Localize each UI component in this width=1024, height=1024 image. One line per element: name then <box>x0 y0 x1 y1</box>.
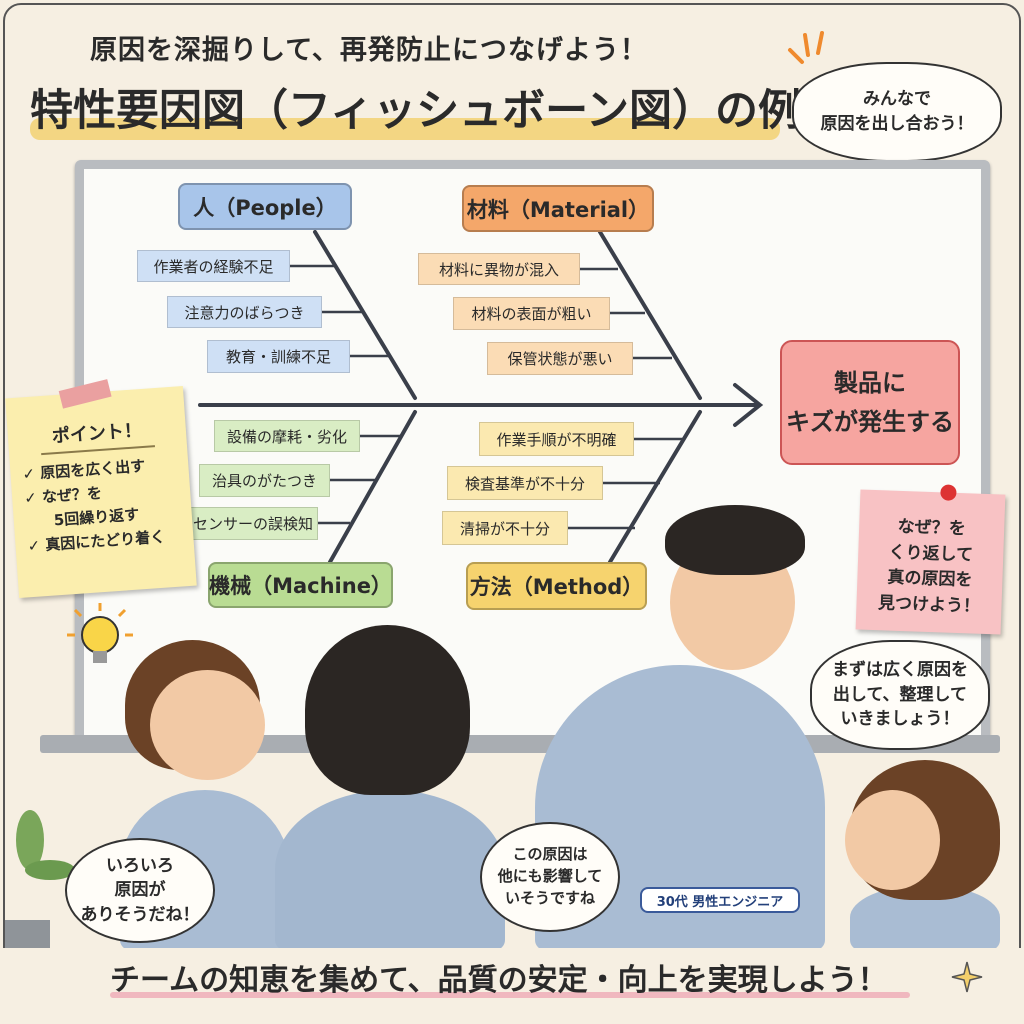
woman-speech-bubble: いろいろ原因がありそうだね！ <box>65 838 215 943</box>
banner-area <box>0 948 1024 1024</box>
engineer-speech-bubble: まずは広く原因を出して、整理していきましょう！ <box>810 640 990 750</box>
woman-right-head <box>845 790 940 890</box>
title-highlight <box>30 118 780 140</box>
cause-item: 材料の表面が粗い <box>453 297 610 330</box>
subtitle: 原因を深掘りして、再発防止につなげよう！ <box>90 35 648 66</box>
cause-item: 治具のがたつき <box>199 464 330 497</box>
bone-machine <box>328 410 417 564</box>
bone-people <box>313 230 417 400</box>
cause-item: センサーの誤検知 <box>188 507 318 540</box>
man-back-head <box>305 625 470 795</box>
cause-item: 保管状態が悪い <box>487 342 633 375</box>
lightbulb-icon <box>67 603 133 663</box>
page-title: 特性要因図（フィッシュボーン図）の例 <box>30 86 801 136</box>
sparkle-icon <box>951 961 983 993</box>
engineer-label: 30代 男性エンジニア <box>640 887 800 913</box>
man-back-figure <box>275 790 505 950</box>
cause-item: 作業者の経験不足 <box>137 250 290 282</box>
effect-box: 製品にキズが発生する <box>780 340 960 465</box>
bone-method <box>608 410 702 564</box>
point-sticky-note: ポイント！ ✓ 原因を広く出す ✓ なぜ？を 5回繰り返す ✓ 真因にたどり着く <box>5 379 197 598</box>
cause-item: 設備の摩耗・劣化 <box>214 420 360 452</box>
cause-item: 注意力のばらつき <box>167 296 322 328</box>
spine-arrowhead <box>733 383 764 427</box>
emphasis-marks-icon <box>788 31 824 64</box>
man-speech-bubble: この原因は他にも影響していそうですね <box>480 822 620 932</box>
pushpin-icon <box>940 484 957 501</box>
bottom-banner: チームの知恵を集めて、品質の安定・向上を実現しよう！ <box>110 963 888 998</box>
category-method: 方法（Method） <box>466 562 647 610</box>
banner-underline <box>110 992 910 998</box>
category-machine: 機械（Machine） <box>208 562 393 608</box>
cloud-bubble: みんなで原因を出し合おう！ <box>792 62 1002 162</box>
cause-item: 作業手順が不明確 <box>479 422 634 456</box>
engineer-hair <box>665 505 805 575</box>
pink-sticky-note: なぜ？をくり返して真の原因を見つけよう！ <box>855 484 1006 635</box>
category-people: 人（People） <box>178 183 352 230</box>
plant-icon <box>5 810 75 950</box>
category-material: 材料（Material） <box>462 185 654 232</box>
cause-item: 材料に異物が混入 <box>418 253 580 285</box>
cause-item: 教育・訓練不足 <box>207 340 350 373</box>
bone-material <box>598 230 702 400</box>
cause-item: 検査基準が不十分 <box>447 466 603 500</box>
cause-item: 清掃が不十分 <box>442 511 568 545</box>
woman-left-head <box>150 670 265 780</box>
